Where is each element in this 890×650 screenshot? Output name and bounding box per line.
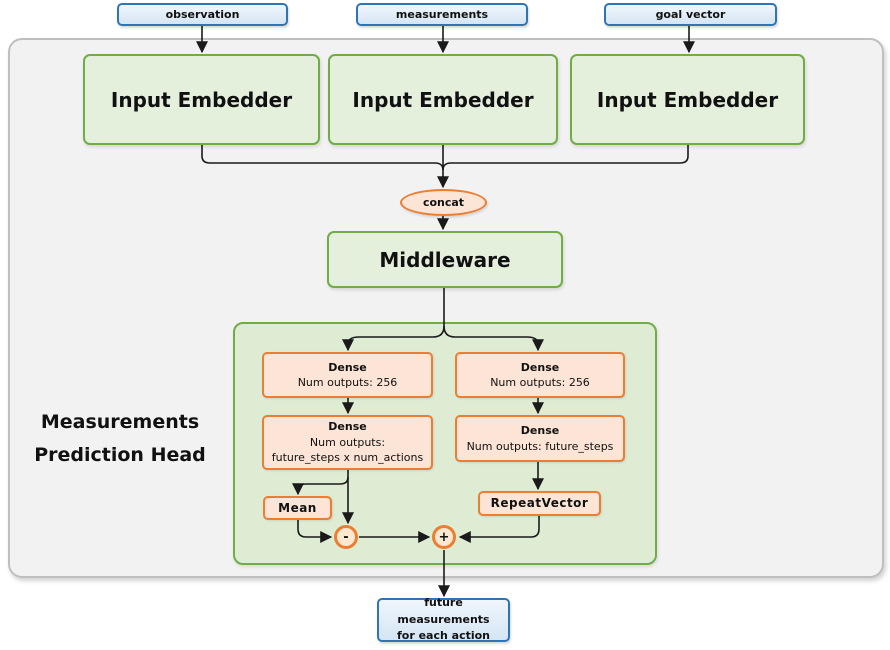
repeat-vector-node: RepeatVector	[478, 491, 601, 516]
dense-right-1-subtitle: Num outputs: 256	[490, 376, 590, 389]
dense-left-2-subtitle: Num outputs:	[309, 435, 386, 449]
input-embedder-measurements: Input Embedder	[328, 54, 558, 145]
dense-right-1-title: Dense	[520, 360, 560, 374]
concat-node: concat	[400, 189, 487, 216]
output-label: future measurements for each action	[377, 596, 510, 643]
prediction-head-title-line1: Measurements	[40, 411, 200, 433]
prediction-head-title: Measurements Prediction Head	[18, 406, 222, 473]
subtract-node: -	[334, 525, 358, 549]
dense-right-2: Dense Num outputs: future_steps	[455, 415, 625, 462]
input-embedder-goal-vector: Input Embedder	[570, 54, 805, 145]
input-label-observation: observation	[117, 3, 288, 26]
dense-left-2-subtitle2: future_steps x num_actions	[271, 451, 424, 465]
dense-left-1-subtitle: Num outputs: 256	[297, 376, 398, 389]
input-embedder-observation: Input Embedder	[83, 54, 320, 145]
middleware-node: Middleware	[327, 231, 563, 288]
dense-right-1: Dense Num outputs: 256	[455, 352, 625, 398]
input-label-goal-vector: goal vector	[604, 3, 777, 26]
mean-node: Mean	[263, 496, 332, 520]
dense-left-2-title: Dense	[328, 420, 367, 434]
prediction-head-title-line2: Prediction Head	[34, 444, 206, 467]
output-label-line2: for each action	[396, 629, 491, 643]
input-label-measurements: measurements	[356, 3, 528, 26]
dense-left-2: Dense Num outputs: future_steps x num_ac…	[262, 415, 433, 470]
output-label-line1: future measurements	[397, 596, 490, 626]
dense-left-1: Dense Num outputs: 256	[262, 352, 433, 398]
dense-right-2-title: Dense	[520, 424, 560, 438]
dense-left-1-title: Dense	[328, 360, 367, 374]
dense-right-2-subtitle: Num outputs: future_steps	[466, 439, 614, 453]
add-node: +	[432, 525, 456, 549]
